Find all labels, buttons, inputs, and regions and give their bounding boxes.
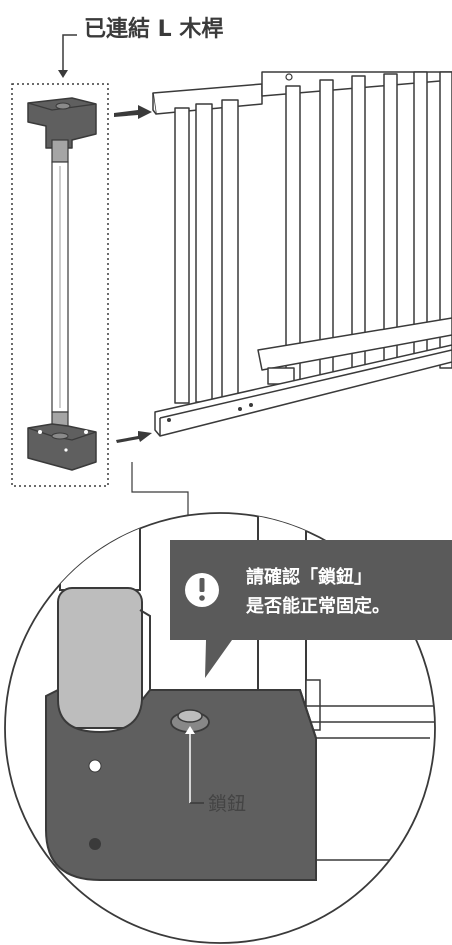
gate-bottom-screws: [167, 403, 253, 422]
lock-leader: [185, 726, 204, 804]
title-label: 已連結 L 木桿: [84, 16, 223, 42]
block-hole-dark: [89, 838, 101, 850]
gate-top-screw: [285, 73, 293, 81]
title-leader: [58, 34, 77, 78]
l-rod: [27, 97, 97, 471]
callout-bubble: [170, 540, 452, 678]
zoom-leader: [131, 462, 189, 520]
gate-panel: [152, 71, 452, 437]
insert-arrow-bottom: [116, 431, 152, 443]
lock-label: 鎖鈕: [208, 793, 246, 815]
block-hole-white: [88, 759, 102, 773]
l-rod-frame: [11, 83, 109, 487]
insert-arrow-top: [114, 105, 152, 119]
callout-line1: 請確認「鎖鈕」: [246, 566, 372, 588]
lock-button: [170, 709, 210, 733]
callout-line2: 是否能正常固定。: [245, 595, 390, 617]
